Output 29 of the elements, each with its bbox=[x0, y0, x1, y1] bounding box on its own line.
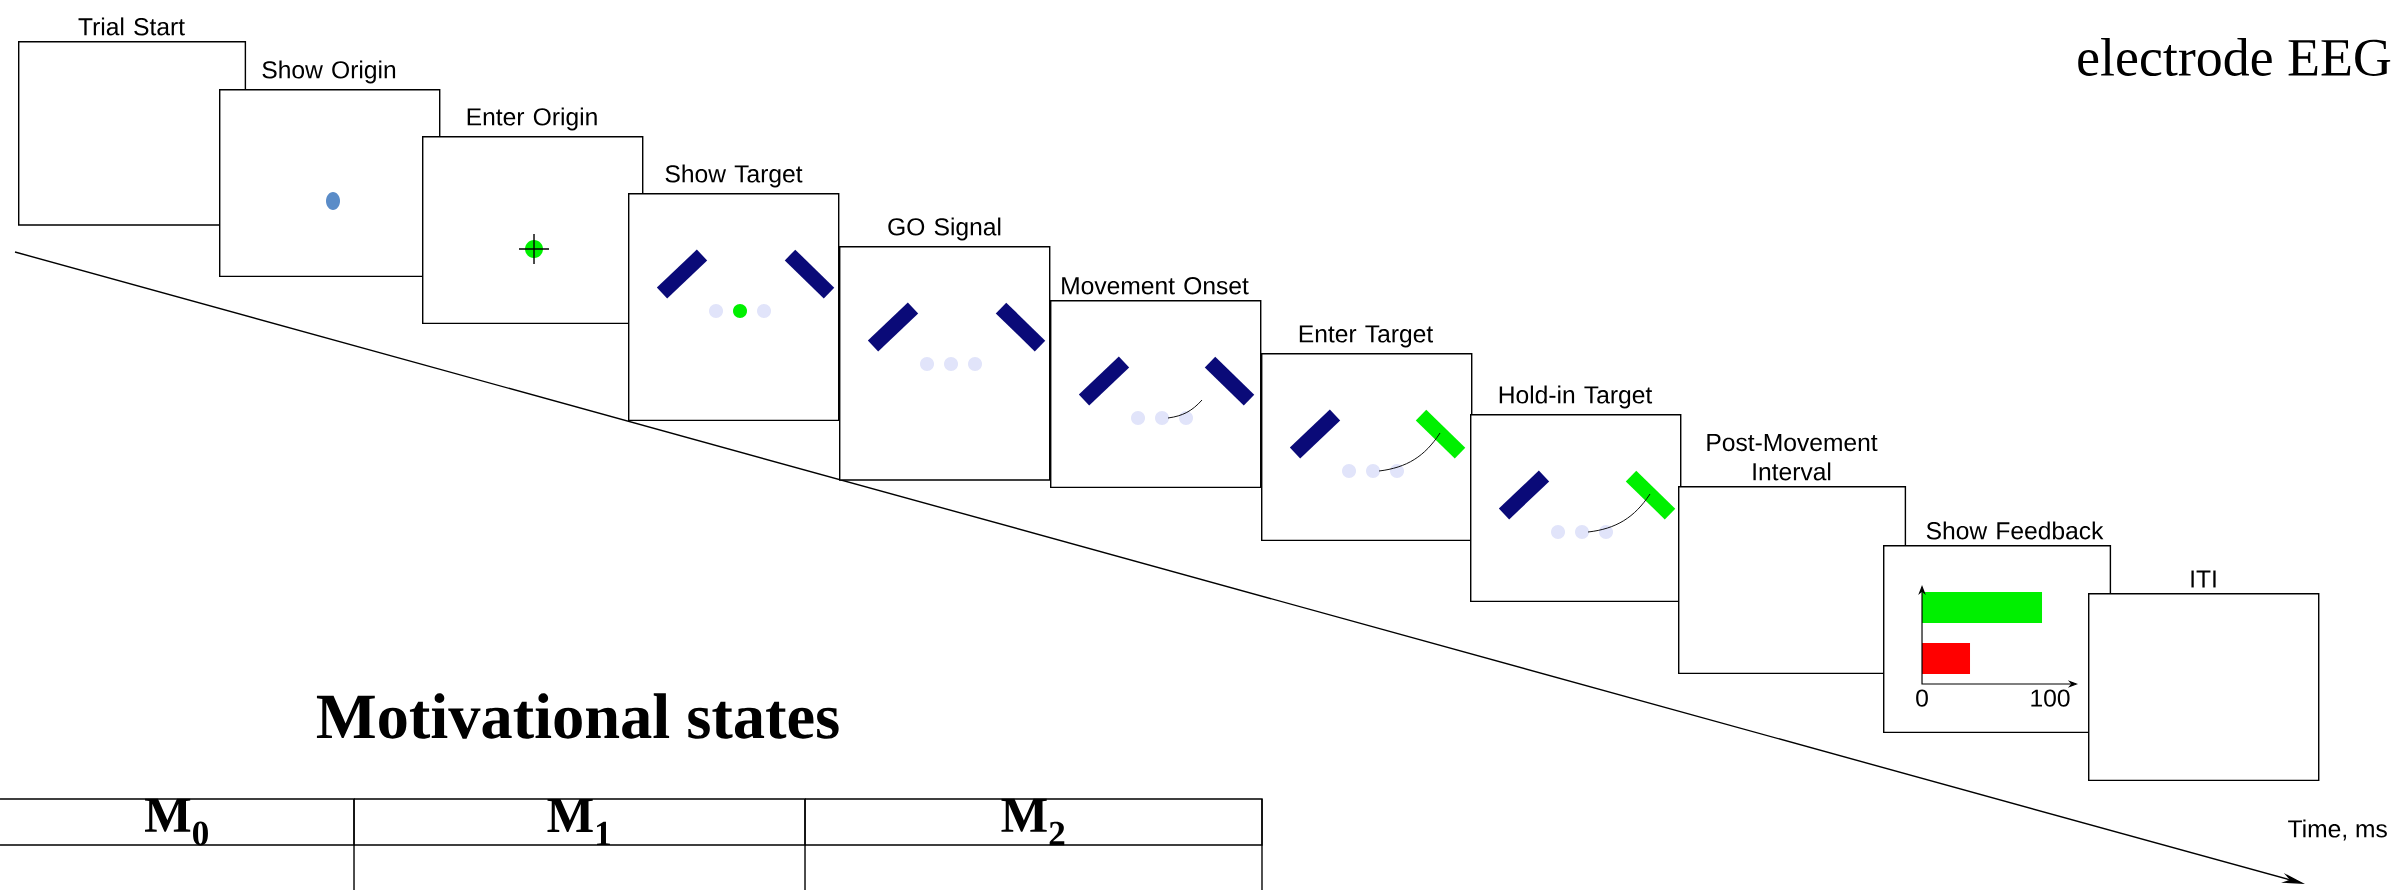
screen-box bbox=[628, 193, 840, 422]
screen-box bbox=[219, 89, 441, 278]
screen-box bbox=[839, 246, 1051, 481]
table-header-cell: M$_{0}$ bbox=[0, 798, 355, 846]
table-header-cell: M$_{2}$ bbox=[804, 798, 1263, 846]
axis-label: Time, ms bbox=[2288, 819, 2387, 841]
screen-title: Enter Origin bbox=[467, 107, 597, 131]
tick-label: 100 bbox=[2031, 689, 2070, 707]
screen-title: Show Target bbox=[665, 164, 803, 188]
screen-box bbox=[2088, 593, 2320, 782]
screen-title: Hold-in Target bbox=[1499, 385, 1653, 409]
screen-title: Movement Onset bbox=[1062, 277, 1249, 295]
screen-box bbox=[1678, 486, 1907, 675]
screen-title: Trial Start bbox=[78, 17, 185, 36]
screen-box bbox=[1470, 414, 1682, 603]
screen-box bbox=[1050, 300, 1262, 489]
screen-title: Show Origin bbox=[262, 60, 396, 84]
tick-label: 0 bbox=[1916, 689, 1928, 707]
screen-box bbox=[1261, 353, 1473, 542]
table-header-cell: M$_{1}$ bbox=[353, 798, 806, 846]
screen-title: Enter Target bbox=[1299, 325, 1433, 348]
top-text: electrode EEG bbox=[2078, 38, 2391, 76]
screen-title: GO Signal bbox=[888, 217, 1001, 241]
screen-box bbox=[422, 136, 644, 325]
screen-box bbox=[18, 41, 247, 226]
screen-title: Show Feedback bbox=[1926, 521, 2104, 540]
screen-title: Post-Movement Interval bbox=[1707, 434, 1878, 481]
table-heading: Motivational states bbox=[316, 693, 839, 739]
screen-title: ITI bbox=[2191, 570, 2216, 588]
